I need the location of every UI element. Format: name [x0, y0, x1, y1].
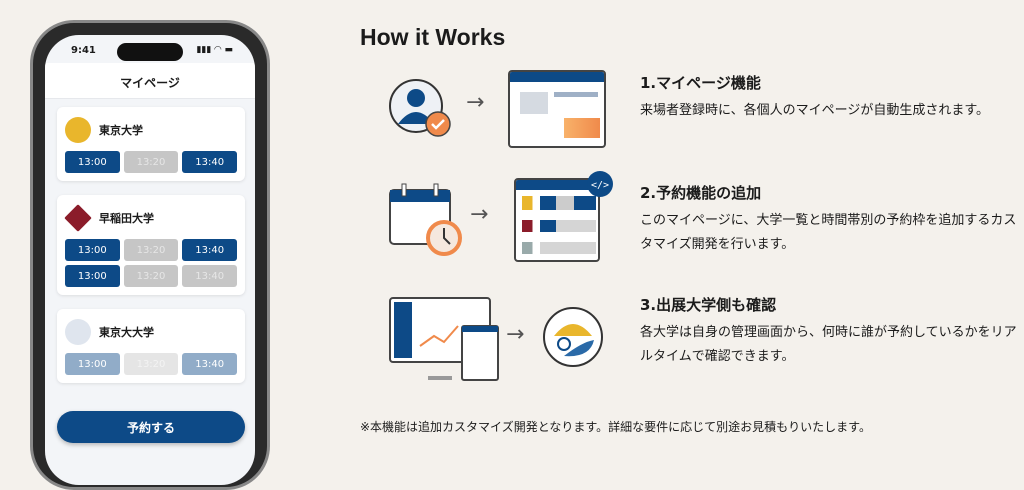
university-name: 東京大学: [99, 124, 143, 137]
calendar-clock-icon: [389, 183, 462, 256]
arrow-icon: →: [466, 90, 485, 115]
status-icons: ▮▮▮ ◠ ▬: [196, 45, 233, 55]
code-icon: </>: [587, 171, 613, 197]
step-heading: 2.予約機能の追加: [640, 184, 762, 202]
step-heading: 3.出展大学側も確認: [640, 296, 777, 314]
time-slot: 13:20: [123, 265, 179, 287]
time-slot: 13:40: [182, 265, 237, 287]
book-button[interactable]: 予約する: [57, 411, 245, 443]
user-check-icon: [389, 79, 451, 137]
arrow-icon: →: [470, 202, 489, 227]
page-title: マイページ: [45, 63, 255, 99]
reservation-window-icon: [514, 178, 600, 262]
arrow-icon: →: [506, 322, 525, 347]
university-name: 東京大大学: [99, 326, 154, 339]
step-body: このマイページに、大学一覧と時間帯別の予約枠を追加するカスタマイズ開発を行います…: [640, 213, 1017, 252]
time-slot: 13:20: [123, 239, 179, 261]
section-title: How it Works: [360, 24, 506, 50]
admin-dashboard-icon: [389, 297, 499, 381]
time-slot: 13:20: [123, 151, 179, 173]
step-1: 1.マイページ機能 来場者登録時に、各個人のマイページが自動生成されます。: [640, 72, 1020, 123]
university-logo-icon: [65, 117, 91, 143]
time-slot[interactable]: 13:00: [65, 151, 120, 173]
time-slot[interactable]: 13:00: [65, 265, 120, 287]
time-slot: 13:20: [123, 353, 179, 375]
step-heading: 1.マイページ機能: [640, 74, 761, 92]
step-body: 各大学は自身の管理画面から、何時に誰が予約しているかをリアルタイムで確認できます…: [640, 325, 1017, 364]
university-logo-icon: [65, 319, 91, 345]
step-2: 2.予約機能の追加 このマイページに、大学一覧と時間帯別の予約枠を追加するカスタ…: [640, 182, 1020, 257]
footnote: ※本機能は追加カスタマイズ開発となります。詳細な要件に応じて別途お見積もりいたし…: [360, 420, 871, 434]
university-logo-icon: [64, 204, 92, 232]
mypage-window-icon: [508, 70, 606, 148]
dynamic-island: [117, 43, 183, 61]
time-slot[interactable]: 13:00: [65, 239, 120, 261]
svg-text:</>: </>: [591, 180, 609, 191]
time-slot[interactable]: 13:40: [182, 239, 237, 261]
time-slot[interactable]: 13:40: [182, 353, 237, 375]
step-3: 3.出展大学側も確認 各大学は自身の管理画面から、何時に誰が予約しているかをリア…: [640, 294, 1020, 369]
status-time: 9:41: [71, 45, 96, 56]
step-body: 来場者登録時に、各個人のマイページが自動生成されます。: [640, 103, 990, 118]
university-name: 早稲田大学: [99, 212, 154, 225]
university-logo-icon: [543, 307, 603, 367]
time-slot[interactable]: 13:00: [65, 353, 120, 375]
time-slot[interactable]: 13:40: [182, 151, 237, 173]
